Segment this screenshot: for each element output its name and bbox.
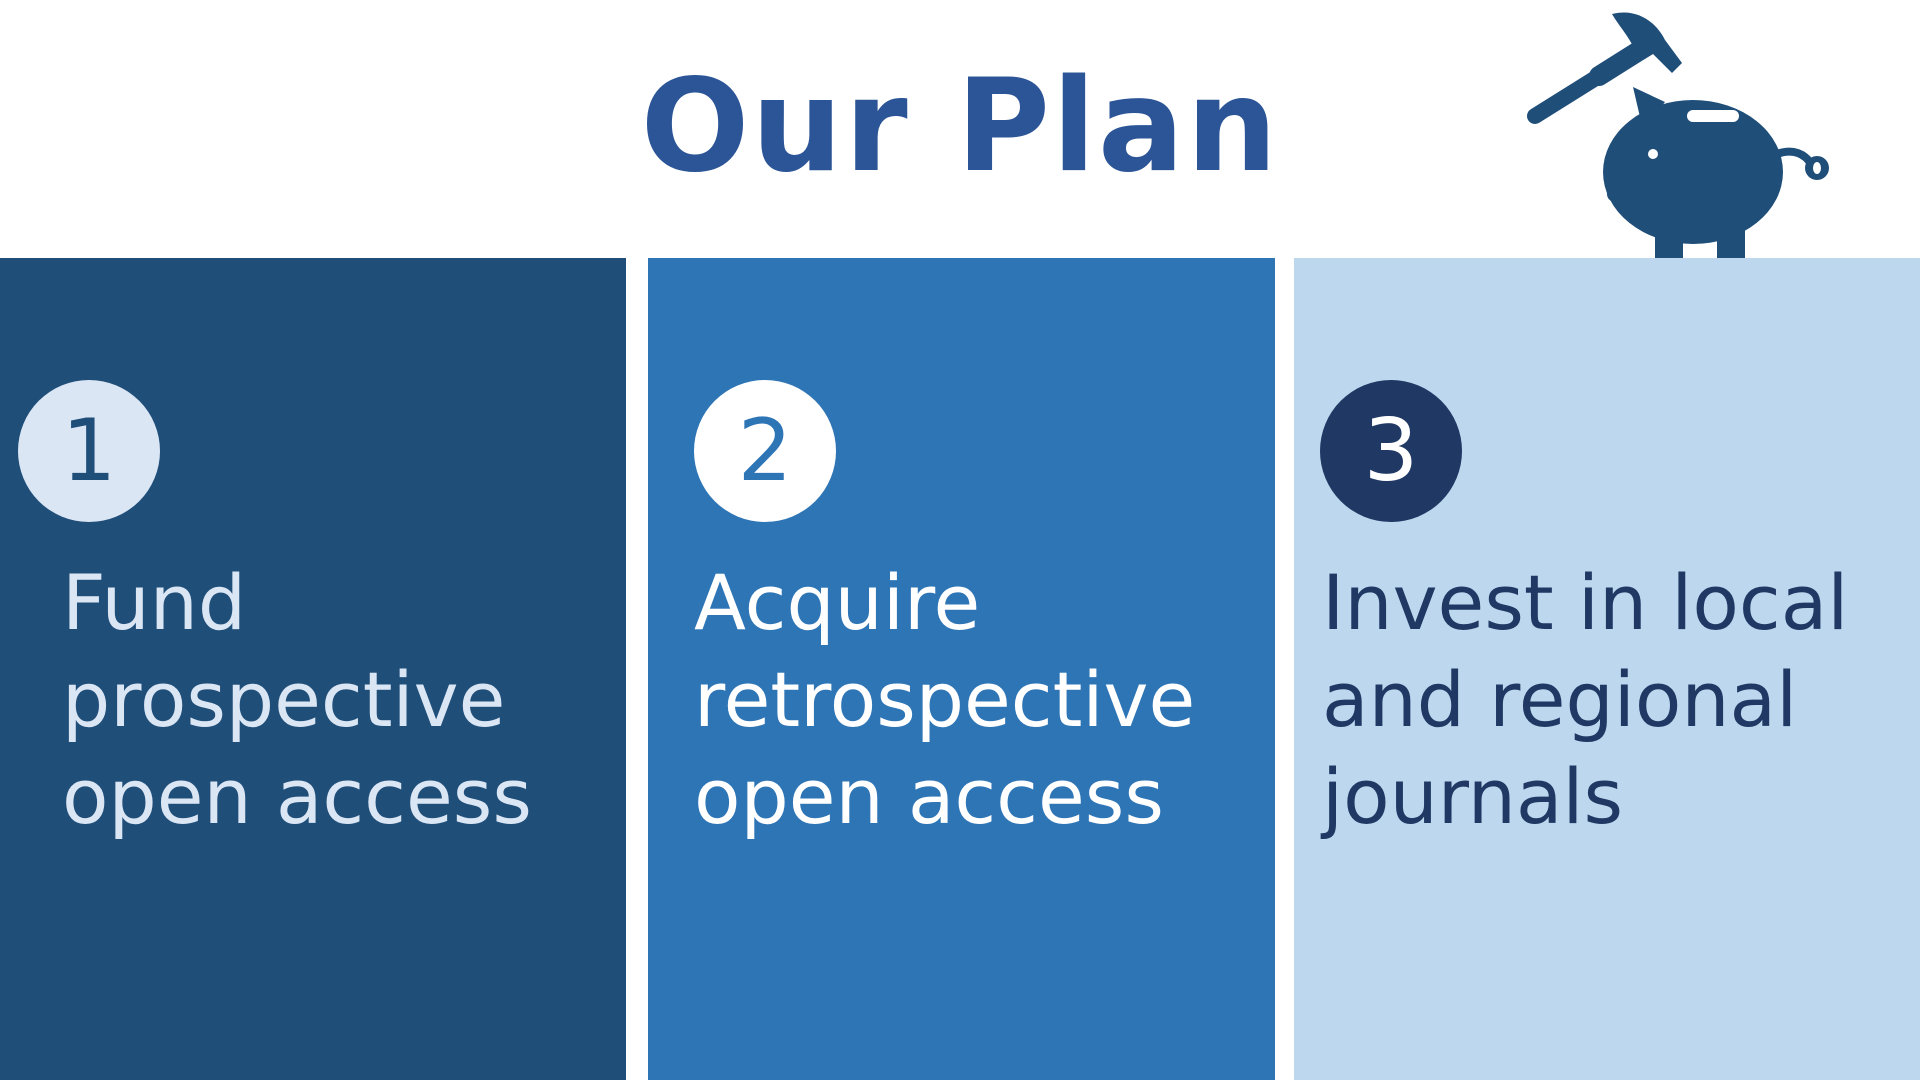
plan-card-line: prospective [62,655,506,744]
step-number-badge: 1 [18,380,160,522]
plan-card-line: retrospective [694,655,1196,744]
plan-card-line: open access [62,752,532,841]
plan-card-line: journals [1322,752,1624,841]
plan-card-line: Acquire [694,558,981,647]
plan-card-3: 3 Invest in local and regional journals [1294,258,1920,1080]
plan-card-2: 2 Acquire retrospective open access [648,258,1275,1080]
plan-card-line: Invest in local [1322,558,1849,647]
step-number-badge: 3 [1320,380,1462,522]
plan-card-text: Fund prospective open access [62,554,532,845]
plan-card-line: and regional [1322,655,1798,744]
piggy-bank-hammer-icon [1527,12,1829,266]
plan-card-line: Fund [62,558,247,647]
page-title: Our Plan [640,52,1280,201]
plan-card-text: Invest in local and regional journals [1322,554,1848,845]
step-number-badge: 2 [694,380,836,522]
plan-card-line: open access [694,752,1164,841]
plan-card-1: 1 Fund prospective open access [0,258,626,1080]
plan-card-text: Acquire retrospective open access [694,554,1195,845]
